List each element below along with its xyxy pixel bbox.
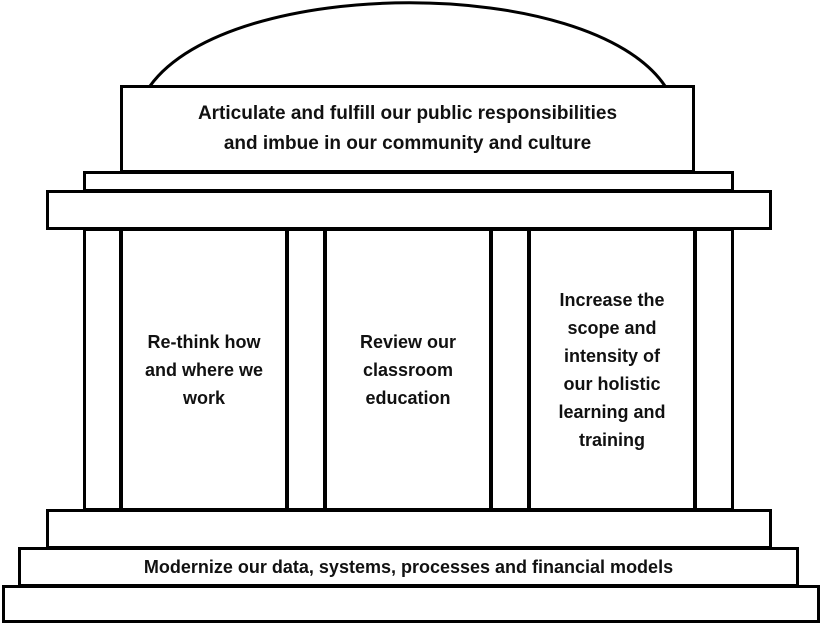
roof-line-1: Articulate and fulfill our public respon… (197, 103, 618, 124)
pillar-2-text: Review our classroom education (324, 228, 492, 511)
pillar-1-line: and where we (144, 359, 264, 380)
column-inner-2 (490, 228, 530, 511)
roof-text: Articulate and fulfill our public respon… (120, 85, 695, 173)
pillar-2-line: education (365, 387, 451, 408)
pillar-3-line: our holistic (563, 373, 661, 394)
foundation-label: Modernize our data, systems, processes a… (143, 556, 674, 577)
foundation-step (18, 547, 799, 587)
column-outer-left (83, 228, 122, 511)
entablature-beam (46, 190, 772, 230)
pillar-3-line: learning and (558, 401, 666, 422)
cornice-thin (83, 171, 734, 192)
pillar-2-line: classroom (362, 359, 454, 380)
pillar-3 (528, 228, 696, 511)
column-inner-1 (286, 228, 326, 511)
pillar-2-line: Review our (359, 331, 457, 352)
pillar-3-line: intensity of (563, 345, 660, 366)
pillar-1-text: Re-think how and where we work (120, 228, 288, 511)
stylobate (46, 509, 772, 549)
pillar-3-line: Increase the (559, 289, 665, 310)
pillar-3-text: Increase the scope and intensity of our … (528, 228, 696, 511)
pillar-3-line: scope and (567, 317, 657, 338)
roof-block (120, 85, 695, 173)
ground-step (2, 585, 820, 623)
pillar-1-line: Re-think how (147, 331, 261, 352)
pillar-3-line: training (579, 429, 645, 450)
pillar-1-line: work (182, 387, 225, 408)
roof-line-2: and imbue in our community and culture (223, 133, 592, 154)
pillar-1 (120, 228, 288, 511)
column-outer-right (694, 228, 734, 511)
